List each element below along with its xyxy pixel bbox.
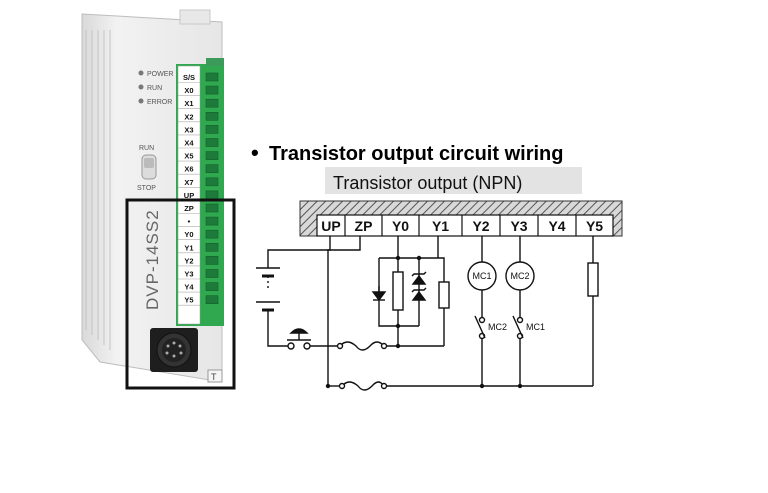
coil-label-mc2: MC2 — [510, 271, 529, 281]
plc-terminal-screw — [205, 256, 219, 265]
plc-device: POWER RUN ERROR RUN STOP DVP-14SS2 — [81, 9, 236, 390]
circuit-wires — [267, 236, 594, 387]
plc-terminal-label: Y3 — [184, 270, 193, 279]
diagram-terminal-label: ZP — [355, 218, 373, 234]
plc-terminal-label: ZP — [184, 204, 194, 213]
diagram-subheading: Transistor output (NPN) — [333, 173, 522, 193]
dc-battery — [256, 267, 280, 322]
load-resistor-y0 — [392, 271, 404, 311]
plc-terminal-screw — [205, 229, 219, 239]
junction-dots — [325, 255, 523, 389]
plc-terminal-label: X7 — [184, 178, 193, 187]
plc-terminal-label: • — [188, 217, 191, 226]
nc-contact-mc1 — [512, 315, 524, 340]
power-led — [138, 70, 144, 76]
load-resistor-y5 — [587, 262, 599, 297]
diagram-terminal-label: Y0 — [392, 218, 409, 234]
plc-terminal-label: S/S — [183, 73, 195, 82]
run-led — [138, 84, 144, 90]
plc-terminal-label: Y0 — [184, 230, 193, 239]
wiring-diagram: • Transistor output circuit wiring Trans… — [251, 140, 623, 391]
switch-label-run: RUN — [139, 145, 154, 152]
plc-model-label: DVP-14SS2 — [143, 209, 162, 310]
plc-terminal-label: X1 — [184, 99, 193, 108]
plc-terminal-screw — [205, 177, 219, 187]
zener-diode — [411, 268, 427, 312]
terminal-block — [316, 214, 614, 237]
load-resistor-y1 — [438, 281, 450, 309]
plc-terminal-label: X5 — [184, 152, 193, 161]
plc-terminal-label: Y4 — [184, 283, 194, 292]
diagram-terminal-label: Y4 — [548, 218, 565, 234]
plc-terminal-label: Y2 — [184, 256, 193, 265]
diagram-terminal-label: Y3 — [510, 218, 527, 234]
plc-terminal-screw — [205, 164, 219, 173]
flyback-diode — [371, 286, 387, 302]
heading-bullet: • — [251, 140, 259, 165]
fuse-bottom — [338, 381, 388, 391]
mini-din-port — [150, 328, 198, 372]
led-label-error: ERROR — [147, 99, 172, 106]
plc-terminal-label: UP — [184, 191, 194, 200]
plc-terminal-label: X6 — [184, 165, 193, 174]
diagram-terminal-label: UP — [321, 218, 340, 234]
plc-vent-ribs — [85, 30, 111, 350]
plc-terminal-screw — [205, 216, 219, 226]
fuse-top — [336, 341, 388, 351]
plc-terminal-screw — [205, 72, 219, 82]
nc-contact-mc2 — [474, 315, 486, 340]
plc-terminal-screw — [205, 151, 219, 160]
led-label-run: RUN — [147, 85, 162, 92]
plc-terminal-screw — [205, 85, 219, 95]
plc-terminal-screw — [205, 243, 219, 252]
error-led — [138, 98, 144, 104]
plc-terminal-screw — [205, 112, 219, 121]
coil-label-mc1: MC1 — [472, 271, 491, 281]
relay-coil-mc1: MC1 — [467, 261, 497, 291]
diagram-terminal-label: Y2 — [472, 218, 489, 234]
plc-terminal-label: X2 — [184, 112, 193, 121]
plc-terminal-label: Y5 — [184, 296, 193, 305]
plc-terminal-label: X3 — [184, 125, 193, 134]
contact-label-mc1: MC1 — [526, 322, 545, 332]
output-highlight-frame — [125, 198, 236, 390]
pushbutton-switch — [287, 328, 311, 350]
contact-label-mc2: MC2 — [488, 322, 507, 332]
run-stop-switch[interactable]: RUN STOP — [137, 145, 157, 192]
plc-terminal-screw — [205, 282, 219, 291]
plc-terminal-screw — [205, 138, 219, 147]
plc-corner-mark: T — [211, 372, 217, 382]
diagram-heading: Transistor output circuit wiring — [269, 143, 563, 165]
diagram-terminal-label: Y5 — [586, 218, 603, 234]
plc-terminal-screw — [205, 98, 219, 108]
switch-label-stop: STOP — [137, 185, 156, 192]
plc-terminal-screw — [205, 269, 219, 278]
plc-terminal-label: X4 — [184, 139, 194, 148]
led-group: POWER RUN ERROR — [138, 70, 173, 106]
plc-terminal-label: Y1 — [184, 243, 193, 252]
plc-terminal-screw — [205, 190, 219, 200]
led-label-power: POWER — [147, 71, 173, 78]
plc-terminal-screw — [205, 125, 219, 134]
plc-terminal-label: X0 — [184, 86, 193, 95]
plc-terminal-screw — [205, 203, 219, 213]
relay-coil-mc2: MC2 — [505, 261, 535, 291]
plc-terminal-screw — [205, 295, 219, 305]
subheading-box — [325, 167, 582, 194]
diagram-terminal-label: Y1 — [432, 218, 449, 234]
